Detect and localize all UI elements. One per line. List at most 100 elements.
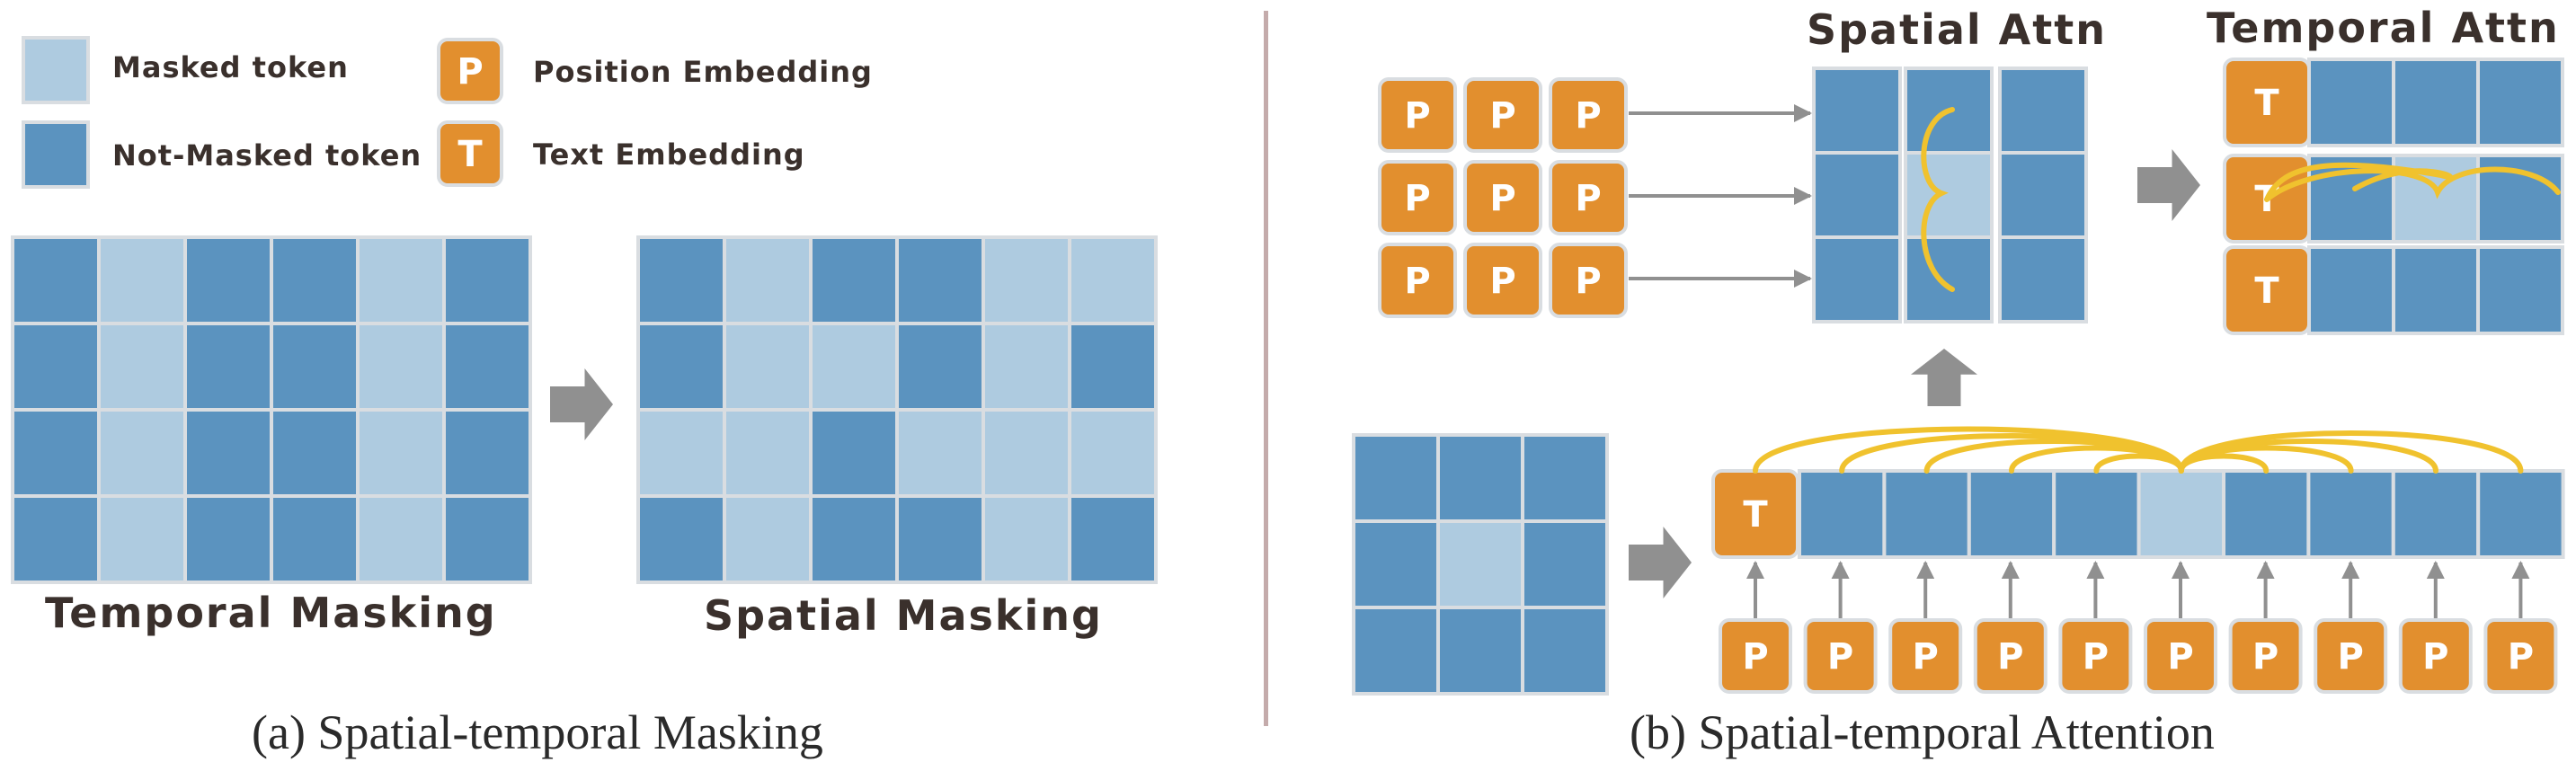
input-frame-grid-cell [1436, 606, 1524, 696]
spatial-masking-grid-cell [1068, 494, 1158, 584]
spatial-masking-grid-cell [982, 408, 1071, 498]
position-embedding-badge-letter: P [1404, 95, 1430, 137]
sequence-position-embedding-badge-letter: P [2252, 636, 2278, 678]
input-frame-grid-cell [1521, 433, 1609, 523]
spatial-attn-cell [1998, 151, 2088, 239]
legend-position-embedding-icon [437, 38, 503, 104]
input-frame-grid-cell [1352, 606, 1440, 696]
position-embedding-badge-letter: P [1489, 261, 1515, 302]
temporal-masking-grid-cell [183, 235, 273, 325]
legend-text-embedding-label: Text Embedding [533, 137, 805, 172]
temporal-masking-grid-cell [11, 322, 101, 412]
temporal-masking-grid-cell [97, 322, 187, 412]
spatial-masking-grid-cell [636, 235, 726, 325]
spatial-attn-cell [1904, 151, 1994, 239]
temporal-masking-grid-cell [97, 408, 187, 498]
spatial-attn-cell [1812, 235, 1902, 324]
sequence-position-embedding-badge-letter: P [1827, 636, 1853, 678]
position-embedding-badge-letter: P [1575, 178, 1601, 219]
sequence-position-embedding-badge [2144, 618, 2217, 694]
input-frame-grid-cell [1352, 519, 1440, 609]
position-embedding-badge-letter: P [1489, 178, 1515, 219]
position-embedding-badge-letter: P [1575, 261, 1601, 302]
temporal-attn-cell [2307, 58, 2395, 147]
legend-position-embedding-label: Position Embedding [533, 55, 873, 89]
temporal-masking-grid-cell [356, 235, 446, 325]
spatial-masking-grid-cell [895, 322, 985, 412]
spatial-masking-grid-cell [636, 322, 726, 412]
masking-arrow [550, 368, 613, 440]
temporal-masking-grid-cell [356, 494, 446, 584]
sequence-attention-arc [2178, 430, 2524, 474]
position-embedding-badge [1463, 243, 1542, 318]
temporal-masking-grid-cell [270, 322, 360, 412]
temporal-masking-grid-cell [442, 235, 532, 325]
position-embedding-badge [1549, 243, 1628, 318]
position-embedding-badge [1378, 160, 1457, 235]
legend-text-embedding-icon [437, 120, 503, 187]
spatial-masking-grid-cell [1068, 322, 1158, 412]
position-embedding-badge-letter: P [1489, 95, 1515, 137]
legend-masked-token-label: Masked token [112, 50, 349, 84]
sequence-token-cell [2136, 469, 2226, 559]
sequence-position-embedding-badge-letter: P [1997, 636, 2023, 678]
caption-b: (b) Spatial-temporal Attention [1630, 705, 2215, 759]
spatial-attn-cell [1812, 151, 1902, 239]
temporal-masking-grid-cell [442, 494, 532, 584]
legend-not-masked-token-label: Not-Masked token [112, 138, 422, 173]
temporal-text-embedding-badge-letter: T [2254, 83, 2279, 124]
spatial-masking-grid-cell [809, 408, 899, 498]
temporal-attn-cell [2392, 58, 2480, 147]
position-embedding-badge [1549, 77, 1628, 153]
spatial-masking-grid-cell [982, 235, 1071, 325]
spatial-masking-grid-cell [895, 494, 985, 584]
spatial-attention-arc [1921, 107, 1955, 292]
spatial-masking-grid-cell [1068, 235, 1158, 325]
legend-text-embedding-icon-letter: T [457, 134, 483, 175]
spatial-masking-title: Spatial Masking [704, 591, 1103, 640]
spatial-masking-grid-cell [723, 408, 813, 498]
legend-position-embedding-icon-letter: P [457, 51, 483, 93]
spatial-masking-grid-cell [636, 494, 726, 584]
sequence-position-embedding-badge-letter: P [2083, 636, 2109, 678]
sequence-position-embedding-badge [1803, 618, 1878, 694]
sequence-token-cell [1798, 469, 1887, 559]
temporal-masking-grid-cell [442, 408, 532, 498]
position-embedding-badge [1378, 243, 1457, 318]
temporal-attention-arc [2264, 162, 2561, 202]
spatial-masking-grid-cell [1068, 408, 1158, 498]
spatial-attn-title: Spatial Attn [1807, 5, 2108, 54]
spatial-masking-grid-cell [809, 322, 899, 412]
legend-not-masked-swatch [22, 120, 90, 189]
spatial-masking-grid-cell [723, 494, 813, 584]
temporal-masking-grid-cell [11, 494, 101, 584]
spatial-masking-grid-cell [809, 235, 899, 325]
temporal-masking-grid-cell [183, 322, 273, 412]
temporal-attn-cell [2307, 245, 2395, 335]
temporal-attn-cell [2392, 245, 2480, 335]
input-frame-grid-cell [1521, 519, 1609, 609]
temporal-masking-title: Temporal Masking [45, 589, 497, 637]
spatial-masking-grid-cell [895, 408, 985, 498]
sequence-position-embedding-badge-letter: P [2167, 636, 2193, 678]
sequence-position-embedding-badge-letter: P [2508, 636, 2534, 678]
temporal-masking-grid-cell [183, 494, 273, 584]
temporal-masking-grid-cell [11, 408, 101, 498]
temporal-masking-grid-cell [270, 494, 360, 584]
attn-transition-arrow [2137, 149, 2200, 221]
sequence-position-embedding-badge [1888, 618, 1963, 694]
sequence-token-cell [2391, 469, 2481, 559]
legend-masked-swatch [22, 36, 90, 104]
temporal-masking-grid-cell [11, 235, 101, 325]
spatial-masking-grid-cell [895, 235, 985, 325]
position-embedding-badge-letter: P [1575, 95, 1601, 137]
sequence-position-embedding-badge [2483, 618, 2558, 694]
sequence-text-embedding-badge-letter: T [1743, 494, 1768, 536]
spatial-masking-grid-cell [723, 322, 813, 412]
temporal-masking-grid-cell [270, 408, 360, 498]
flatten-arrow [1629, 527, 1692, 598]
position-embedding-badge [1378, 77, 1457, 153]
temporal-masking-grid-cell [442, 322, 532, 412]
panel-divider [1264, 11, 1268, 726]
